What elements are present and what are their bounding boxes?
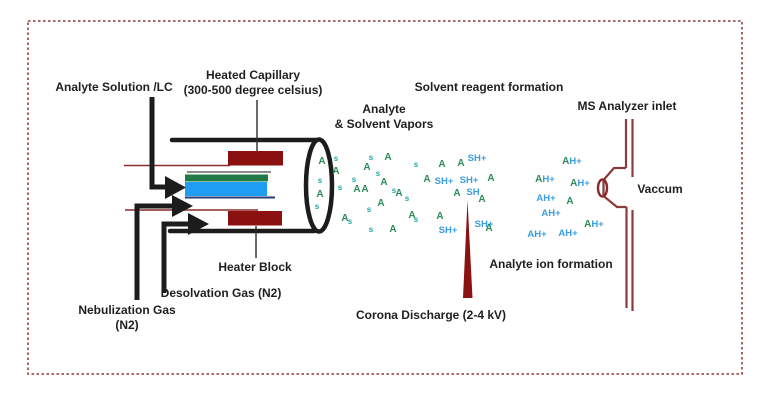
particle: A [487,173,495,184]
particle: A [395,188,403,199]
particle: SH+ [467,153,487,164]
particle: s [333,154,339,163]
chamber-end-ellipse [303,137,335,234]
particle: A [436,211,444,222]
particle: A [361,184,369,195]
inlet-cone [602,166,627,209]
label-nebulization-gas-line2: (N2) [115,318,139,332]
particle: A [384,152,392,163]
particle: A [316,189,324,200]
particle: SH+ [474,219,494,230]
dashed-border [27,20,743,375]
label-heater-block-text: Heater Block [218,260,292,274]
corona-needle [463,200,473,298]
label-corona-discharge-text: Corona Discharge (2-4 kV) [355,308,507,322]
label-nebulization-gas-line1: Nebulization Gas [78,303,176,317]
particle: s [413,215,419,224]
particle: s [347,217,353,226]
particle: SH+ [438,225,458,236]
particle: A [453,188,461,199]
particle: A [363,162,371,173]
heater-block-top [228,151,283,166]
particle: s [391,186,397,195]
particle: A [438,159,446,170]
particle: A [389,224,397,235]
particle: AH+ [541,208,561,219]
analyte-inlet-arrowhead [165,176,186,199]
particle: A [478,194,486,205]
label-analyte-vapors-line1: Analyte [362,102,406,116]
particle: s [351,175,357,184]
particle: s [375,169,381,178]
capillary-blue-layer [185,182,267,196]
particle: AH+ [570,178,590,189]
particle: A [457,158,465,169]
particle: AH+ [558,228,578,239]
particle: A [423,174,431,185]
label-ms-inlet: MS Analyzer inlet [578,99,677,114]
particle: A [332,166,340,177]
particle: AH+ [536,193,556,204]
particle: A [318,156,326,167]
particle: AH+ [535,174,555,185]
desolvation-gas-arrowhead [188,213,209,235]
label-analyte-vapors-line2: & Solvent Vapors [334,117,434,131]
label-heated-capillary-line1: Heated Capillary [205,68,301,82]
particle: SH [466,187,480,198]
label-vacuum: Vaccum [637,182,682,197]
nebulization-gas-line [134,203,175,300]
particle: s [368,153,374,162]
particle: SH+ [434,176,454,187]
label-analyte-ion-formation: Analyte ion formation [489,257,612,272]
particle: A [566,196,574,207]
particle: s [404,194,410,203]
label-analyte-solution: Analyte Solution /LC [55,80,172,95]
label-solvent-reagent: Solvent reagent formation [415,80,564,95]
particle: s [317,176,323,185]
label-vacuum-text: Vaccum [637,182,683,196]
particle: AH+ [527,229,547,240]
particle: A [408,210,416,221]
particle: s [314,202,320,211]
label-corona-discharge: Corona Discharge (2-4 kV) [356,308,506,323]
particle: s [366,205,372,214]
label-analyte-solution-text: Analyte Solution /LC [55,80,173,94]
particle: s [413,160,419,169]
particle: s [337,183,343,192]
capillary-green-layer [185,174,268,182]
label-nebulization-gas: Nebulization Gas (N2) [78,303,175,333]
particle: A [353,184,361,195]
analyte-inlet-line [149,97,168,190]
particle: A [485,223,493,234]
label-analyte-vapors: Analyte & Solvent Vapors [335,102,434,132]
label-heated-capillary-line2: (300-500 degree celsius) [183,83,323,97]
label-desolvation-gas-text: Desolvation Gas (N2) [160,286,282,300]
particle: s [368,225,374,234]
heater-block-bottom [228,211,282,226]
label-desolvation-gas: Desolvation Gas (N2) [161,286,282,301]
label-solvent-reagent-text: Solvent reagent formation [414,80,564,94]
desolvation-gas-line [161,221,190,293]
particle: A [341,213,349,224]
label-heated-capillary: Heated Capillary (300-500 degree celsius… [184,68,323,98]
particle: A [377,198,385,209]
particle: AH+ [562,156,582,167]
label-ms-inlet-text: MS Analyzer inlet [577,99,677,113]
particle: SH+ [459,175,479,186]
label-heater-block: Heater Block [218,260,291,275]
particle: A [380,177,388,188]
inlet-orifice [596,178,609,198]
particle: AH+ [584,219,604,230]
label-analyte-ion-formation-text: Analyte ion formation [489,257,613,271]
nebulization-gas-arrowhead [172,195,193,217]
